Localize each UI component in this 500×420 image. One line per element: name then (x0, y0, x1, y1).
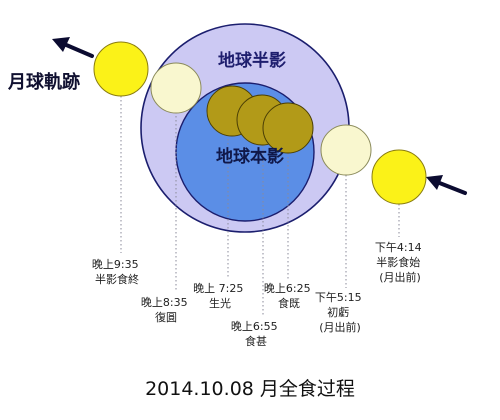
penumbra-label: 地球半影 (218, 50, 286, 71)
umbra-label: 地球本影 (216, 146, 284, 167)
moon-totality-start (262, 102, 314, 154)
event-label-greatest: 晚上6:55 食甚 (231, 320, 281, 348)
event-label-last-contact: 晚上8:35 復圓 (141, 296, 191, 324)
caption: 2014.10.08 月全食过程 (145, 378, 355, 400)
moon-last-contact (150, 62, 202, 114)
moon-penumbral-end (93, 41, 149, 97)
moon-orbit-label: 月球軌跡 (7, 71, 80, 93)
arrow-exit-icon (52, 37, 94, 58)
arrow-entry-icon (426, 175, 467, 195)
event-label-penumbral-end: 晚上9:35 半影食終 (92, 258, 142, 286)
moon-first-contact (320, 124, 372, 176)
event-label-penumbral-start: 下午4:14 半影食始 (月出前) (375, 241, 425, 284)
event-label-first-contact: 下午5:15 初虧 (月出前) (315, 291, 365, 334)
moon-penumbral-start (371, 149, 427, 205)
event-label-totality-end: 晚上 7:25 生光 (193, 282, 247, 310)
event-label-totality-start: 晚上6:25 食既 (264, 282, 314, 310)
